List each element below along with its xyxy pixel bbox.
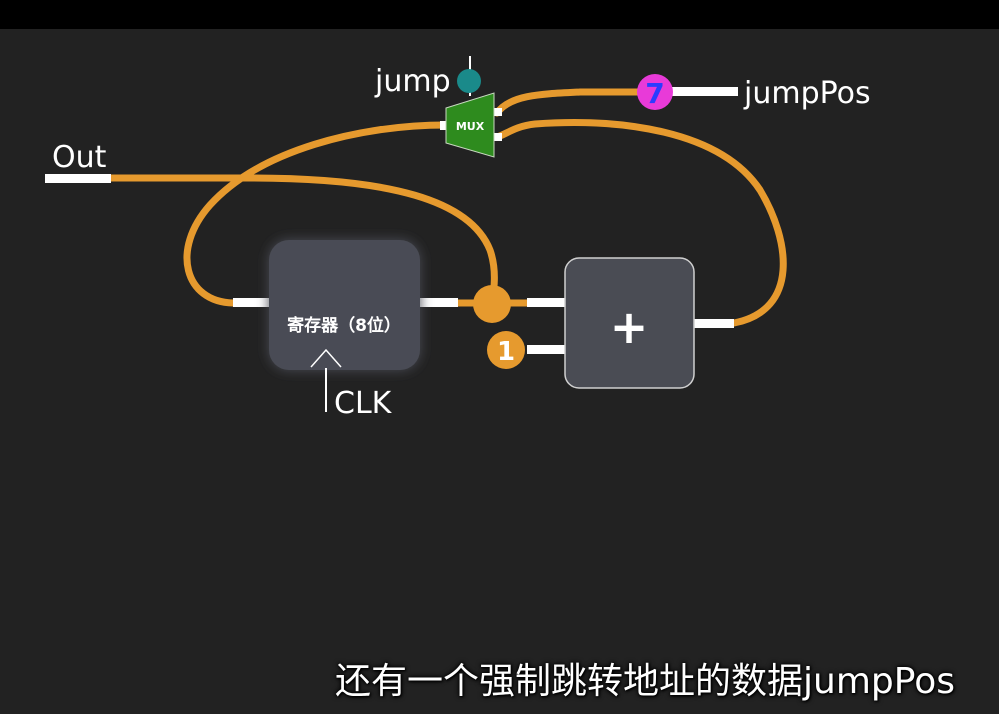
clk-triangle-icon [310, 348, 342, 368]
mux-input-bottom-pin [493, 133, 502, 141]
jump-label: jump [374, 64, 451, 99]
adder-input-a-pin [527, 298, 565, 307]
jumppos-label: jumpPos [743, 76, 871, 111]
clk-line [325, 368, 327, 412]
jumppos-pin [671, 87, 738, 96]
out-label: Out [52, 140, 107, 175]
mux-output-pin [440, 121, 448, 130]
register-input-pin [233, 298, 271, 307]
register-output-pin [420, 298, 458, 307]
wire-jumppos-to-mux [493, 88, 644, 117]
out-pin [45, 174, 111, 183]
subtitle-caption: 还有一个强制跳转地址的数据jumpPos [335, 661, 955, 702]
canvas-background [0, 29, 999, 714]
register-label: 寄存器（8位） [287, 315, 401, 336]
clk-label: CLK [334, 386, 393, 421]
adder-block[interactable]: + [564, 257, 695, 389]
constant-one-label: 1 [497, 337, 515, 367]
register-block[interactable]: 寄存器（8位） [269, 240, 420, 370]
mux-input-top-pin [493, 108, 502, 116]
jumppos-value-label: 7 [645, 77, 664, 110]
adder-input-b-pin [527, 345, 565, 354]
jumppos-value-node: 7 [637, 74, 673, 110]
adder-label: + [610, 300, 649, 354]
mux-label: MUX [456, 120, 485, 133]
junction-dot [473, 285, 511, 323]
jump-select-dot [457, 69, 481, 93]
mux-block[interactable]: MUX [445, 92, 495, 158]
wire-out [104, 174, 498, 307]
constant-one-node: 1 [487, 331, 525, 369]
wire-mux-to-register [183, 121, 450, 307]
adder-output-pin [694, 319, 734, 328]
wire-adder-to-mux [493, 119, 787, 327]
